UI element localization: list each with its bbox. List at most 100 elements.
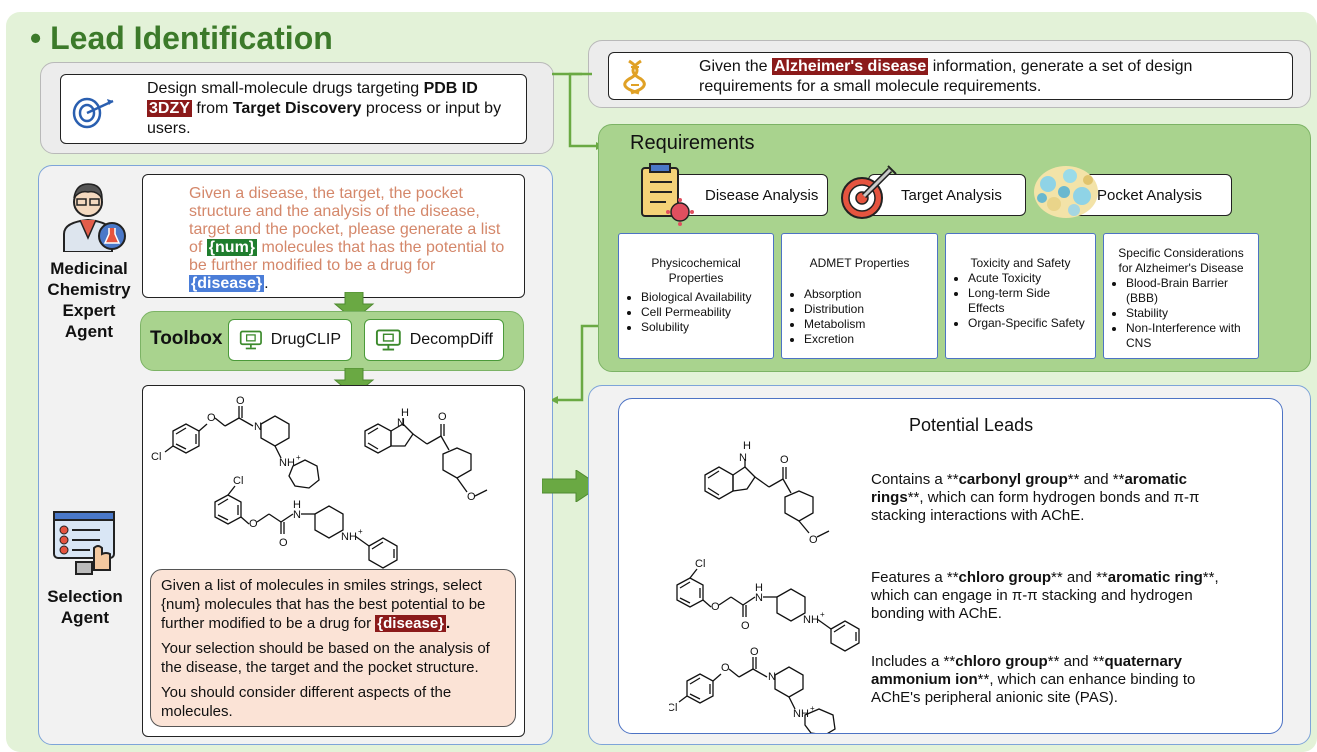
lead-atom-cl-1: Cl (695, 558, 705, 570)
lead-molecules: H N O O Cl O O H N NH + (669, 440, 860, 733)
req-card-title: Specific Considerations for Alzheimer's … (1118, 246, 1244, 275)
pdb-id-highlight: 3DZY (147, 100, 192, 117)
molecule-1 (164, 406, 320, 489)
req-item: Solubility (641, 320, 765, 335)
molecule-2 (364, 418, 488, 497)
req-card-admet: ADMET Properties AbsorptionDistributionM… (781, 233, 938, 359)
req-card-physicochemical: Physicochemical Properties Biological Av… (618, 233, 774, 359)
page-title: • Lead Identification (30, 20, 333, 56)
req-item: Cell Permeability (641, 305, 765, 320)
lead-atom-n-1: N (739, 452, 747, 464)
given-text: Given the Alzheimer's disease informatio… (699, 58, 1193, 95)
lead-description-1: Contains a **carbonyl group** and **arom… (871, 471, 1200, 524)
lead-molecule-2 (676, 568, 860, 652)
atom-plus-2: + (358, 527, 363, 536)
req-card-toxicity: Toxicity and Safety Acute ToxicityLong-t… (945, 233, 1096, 359)
lead-atom-nh-2: NH (793, 708, 809, 720)
requirements-title: Requirements (630, 132, 755, 154)
req-item: Blood-Brain Barrier (BBB) (1126, 276, 1250, 306)
tool-drugclip-label: DrugCLIP (270, 331, 341, 348)
atom-h-2: H (293, 499, 301, 511)
atom-o-3: O (438, 411, 447, 423)
lead-atom-o-4: O (741, 620, 750, 632)
lead-atom-o-6: O (750, 646, 759, 658)
req-item: Long-term Side Effects (968, 286, 1087, 316)
design-box: Design small-molecule drugs targeting PD… (60, 74, 527, 144)
req-item: Stability (1126, 306, 1250, 321)
atom-o-6: O (279, 537, 288, 549)
pocket-analysis-label: Pocket Analysis (1097, 187, 1203, 204)
monitor-icon (375, 329, 401, 351)
disease-highlight: {disease} (189, 275, 265, 292)
req-item: Biological Availability (641, 290, 765, 305)
tool-decompdiff-label: DecompDiff (409, 331, 493, 348)
atom-cl-1: Cl (151, 451, 161, 463)
selection-p2: Your selection should be based on the an… (161, 640, 490, 676)
generated-molecules: Cl O O N NH + H N O O (151, 395, 488, 569)
target-syringe-icon (841, 165, 897, 219)
req-card-alzheimers: Specific Considerations for Alzheimer's … (1103, 233, 1259, 359)
atom-n-2: N (397, 417, 405, 429)
med-prompt-text: Given a disease, the target, the pocket … (189, 185, 505, 292)
lead-atom-o-1: O (780, 454, 789, 466)
num-highlight: {num} (206, 239, 258, 256)
req-card-title: Toxicity and Safety (970, 256, 1071, 270)
monitor-icon (239, 330, 262, 350)
dna-icon (623, 59, 646, 95)
req-card-title: ADMET Properties (809, 256, 910, 270)
lead-atom-h-1: H (743, 440, 751, 452)
atom-cl-2: Cl (233, 475, 243, 487)
lead-molecule-3 (678, 657, 836, 733)
req-item: Organ-Specific Safety (968, 316, 1087, 331)
target-icon (72, 97, 114, 129)
atom-o-4: O (467, 491, 476, 503)
req-item: Distribution (804, 302, 929, 317)
disease-analysis-label: Disease Analysis (705, 187, 819, 204)
toolbox-label: Toolbox (150, 328, 223, 349)
given-box: Given the Alzheimer's disease informatio… (608, 52, 1293, 100)
tool-drugclip[interactable]: DrugCLIP (228, 319, 352, 361)
selection-agent-icon (53, 511, 115, 575)
chemist-icon (63, 183, 126, 252)
atom-n-1: N (254, 421, 262, 433)
lead-atom-n-3: N (768, 671, 776, 683)
lead-atom-plus-1: + (820, 610, 825, 619)
selection-p3: You should consider different aspects of… (161, 684, 452, 720)
target-analysis-box: Target Analysis (868, 174, 1026, 216)
alzheimers-highlight: Alzheimer's disease (771, 58, 929, 75)
req-item: Non-Interference with CNS (1126, 321, 1250, 351)
req-item: Excretion (804, 332, 929, 347)
leads-title: Potential Leads (909, 415, 1034, 435)
lead-atom-cl-2: Cl (669, 702, 677, 714)
design-text: Design small-molecule drugs targeting PD… (147, 80, 502, 137)
atom-nh-1: NH (279, 457, 295, 469)
lead-description-3: Includes a **chloro group** and **quater… (871, 653, 1196, 706)
atom-h-1: H (401, 407, 409, 419)
lead-atom-h-2: H (755, 582, 763, 594)
atom-o-1: O (207, 412, 216, 424)
selection-prompt: Given a list of molecules in smiles stri… (150, 569, 516, 727)
atom-n-3: N (293, 509, 301, 521)
req-item: Metabolism (804, 317, 929, 332)
lead-atom-o-3: O (711, 601, 720, 613)
lead-atom-o-2: O (809, 534, 818, 546)
req-item: Acute Toxicity (968, 271, 1087, 286)
leads-box: Potential Leads H N O O (618, 398, 1283, 734)
atom-o-2: O (236, 395, 245, 407)
atom-plus-1: + (296, 453, 301, 462)
molecule-3 (214, 485, 398, 569)
lead-atom-n-2: N (755, 592, 763, 604)
lead-atom-o-5: O (721, 662, 730, 674)
lead-description-2: Features a **chloro group** and **aromat… (871, 569, 1219, 622)
req-card-title: Physicochemical Properties (651, 256, 741, 285)
clipboard-virus-icon (641, 163, 694, 226)
lead-atom-plus-2: + (810, 704, 815, 713)
protein-pocket-icon (1034, 166, 1098, 218)
atom-nh-2: NH (341, 531, 357, 543)
lead-molecule-1 (704, 459, 830, 538)
atom-o-5: O (249, 518, 258, 530)
med-prompt-box: Given a disease, the target, the pocket … (142, 174, 525, 298)
tool-decompdiff[interactable]: DecompDiff (364, 319, 504, 361)
